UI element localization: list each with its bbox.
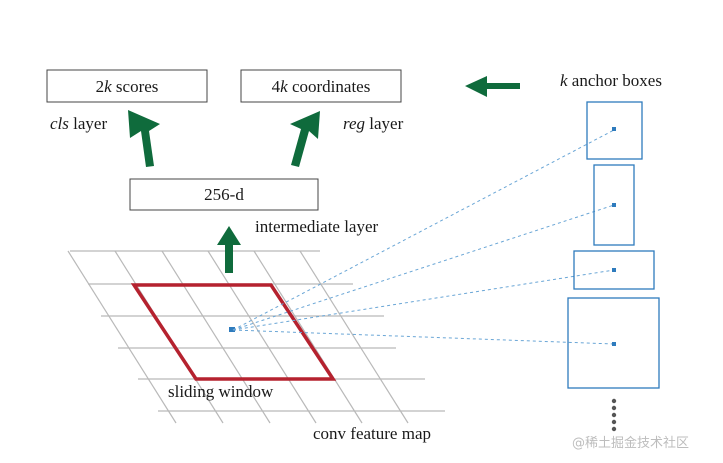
watermark: @稀土掘金技术社区 — [572, 435, 689, 451]
arrow-from-anchors — [465, 76, 520, 97]
reg-coordinates-box — [240, 69, 402, 103]
sliding-window-label: sliding window — [168, 382, 274, 401]
cls-scores-box — [46, 69, 208, 103]
anchor-centers — [612, 127, 616, 346]
arrows — [128, 76, 520, 273]
anchor-box-2 — [593, 164, 635, 246]
sliding-window — [130, 283, 337, 381]
anchor-box-4 — [567, 297, 660, 389]
arrow-to-cls — [128, 110, 160, 167]
up-arrow-intermediate — [217, 226, 241, 273]
intermediate-layer-label: intermediate layer — [255, 217, 379, 236]
anchor-boxes-label: k anchor boxes — [560, 71, 662, 90]
anchor-box-3 — [573, 250, 655, 290]
conv-feature-map-label: conv feature map — [313, 424, 431, 443]
intermediate-256d-box — [129, 178, 319, 211]
anchor-box-1 — [586, 101, 643, 160]
reg-coordinates-text: 4k coordinates — [272, 77, 371, 96]
sliding-window-center — [229, 327, 235, 332]
anchor-boxes — [567, 101, 660, 389]
arrow-to-reg — [290, 111, 320, 167]
256d-text: 256-d — [204, 185, 244, 204]
reg-layer-label: reg layer — [343, 114, 404, 133]
anchor-projection-lines — [232, 129, 615, 345]
cls-scores-text: 2k scores — [96, 77, 159, 96]
more-anchors-dots — [611, 398, 617, 432]
cls-layer-label: cls layer — [50, 114, 107, 133]
